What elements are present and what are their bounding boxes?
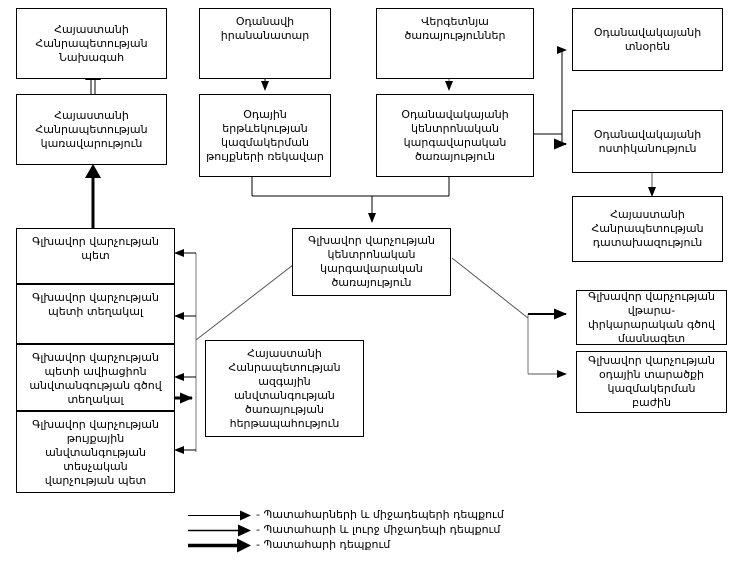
edge-leftbus-arrows [174,249,196,454]
legend-item-medium: - Պատահարի և լուրջ միջադեպի դեպքում [188,523,500,538]
thick-arrow-icon [188,538,251,553]
medium-arrow-icon [188,524,251,537]
legend: - Պատահարների և միջադեպերի դեպքում - Պատ… [188,508,504,553]
edge-aircentral-to-airportnodes [534,46,567,150]
legend-label-thin: - Պատահարների և միջադեպերի դեպքում [256,508,504,521]
legend-label-medium: - Պատահարի և լուրջ միջադեպի դեպքում [256,523,501,536]
thin-arrow-icon [188,510,251,521]
edge-merge-to-centralmgmt [251,177,450,223]
legend-item-thin: - Պատահարների և միջադեպերի դեպքում [188,508,504,523]
legend-item-thick: - Պատահարի դեպքում [188,538,390,553]
edge-chiefcolumn-to-government [85,164,101,228]
edge-centralmgmt-to-rightbus [451,257,567,378]
legend-label-thick: - Պատահարի դեպքում [256,538,391,551]
edge-centralmgmt-to-leftbus [195,253,303,452]
